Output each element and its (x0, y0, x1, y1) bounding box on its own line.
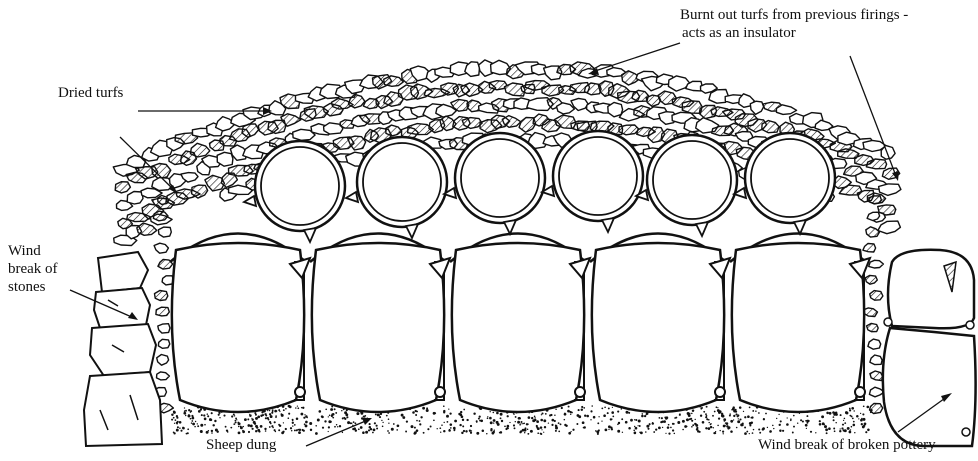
burnt-turfs-label-line1: Burnt out turfs from previous firings - (680, 6, 908, 24)
large-pot (590, 234, 730, 413)
dried-turf (867, 323, 879, 331)
sheep-dung-label: Sheep dung (206, 436, 276, 454)
burnt-turfs-label: Burnt out turfs from previous firings - … (680, 6, 908, 42)
dried-turf (384, 76, 404, 87)
dried-turf (137, 223, 157, 235)
burnt-turf (869, 260, 884, 268)
wind-break-stones-line3: stones (8, 278, 58, 296)
dried-turf (870, 371, 883, 381)
wind-break-pottery-label: Wind break of broken pottery (758, 436, 936, 454)
wind-break-stones-label: Wind break of stones (8, 242, 58, 296)
burnt-turf (868, 339, 881, 349)
burnt-turf (157, 372, 170, 380)
dried-turf (153, 211, 168, 221)
large-pots-row (170, 234, 870, 413)
wind-break-stones-line2: break of (8, 260, 58, 278)
burnt-turfs-label-line2: acts as an insulator (680, 24, 908, 42)
large-pot (730, 234, 870, 413)
small-pot (542, 131, 643, 232)
burnt-turf (870, 355, 882, 365)
burnt-turf (157, 355, 169, 366)
wind-break-stones-line1: Wind (8, 242, 58, 260)
burnt-turf (127, 192, 143, 205)
dried-turf (762, 121, 779, 133)
dried-turf (866, 227, 880, 237)
dried-turf (864, 308, 878, 317)
burnt-turf (158, 227, 171, 237)
dried-turf (242, 124, 259, 137)
stone-wind-break (84, 252, 162, 446)
dried-turfs-label: Dried turfs (58, 84, 123, 102)
dried-turf (869, 196, 882, 204)
dried-turf (348, 136, 366, 150)
dried-turf (619, 125, 639, 135)
large-pot (310, 234, 450, 413)
arrow-burnt-turfs-1 (592, 43, 680, 72)
dried-turf (115, 182, 130, 193)
large-pot (450, 234, 590, 413)
burnt-turf (776, 105, 796, 115)
dried-turf (870, 404, 883, 414)
dried-turf (863, 244, 876, 253)
burnt-turf (879, 184, 901, 196)
dried-turf (865, 275, 877, 284)
dried-turf (156, 307, 169, 316)
burnt-turf (154, 243, 168, 253)
dried-turf (190, 143, 209, 157)
burnt-turf (158, 339, 169, 348)
dried-turf (870, 291, 883, 301)
burnt-turf (557, 103, 575, 114)
dried-turf (155, 291, 168, 301)
small-pot (346, 137, 447, 238)
burnt-turf (867, 212, 880, 220)
dried-turf (192, 185, 208, 198)
pottery-wind-break (883, 250, 976, 446)
large-pot (170, 234, 310, 413)
dried-turf (386, 125, 402, 136)
burnt-turf (158, 324, 170, 333)
burnt-turf (217, 152, 233, 166)
burnt-turf (878, 221, 901, 234)
burnt-turf (750, 101, 763, 114)
